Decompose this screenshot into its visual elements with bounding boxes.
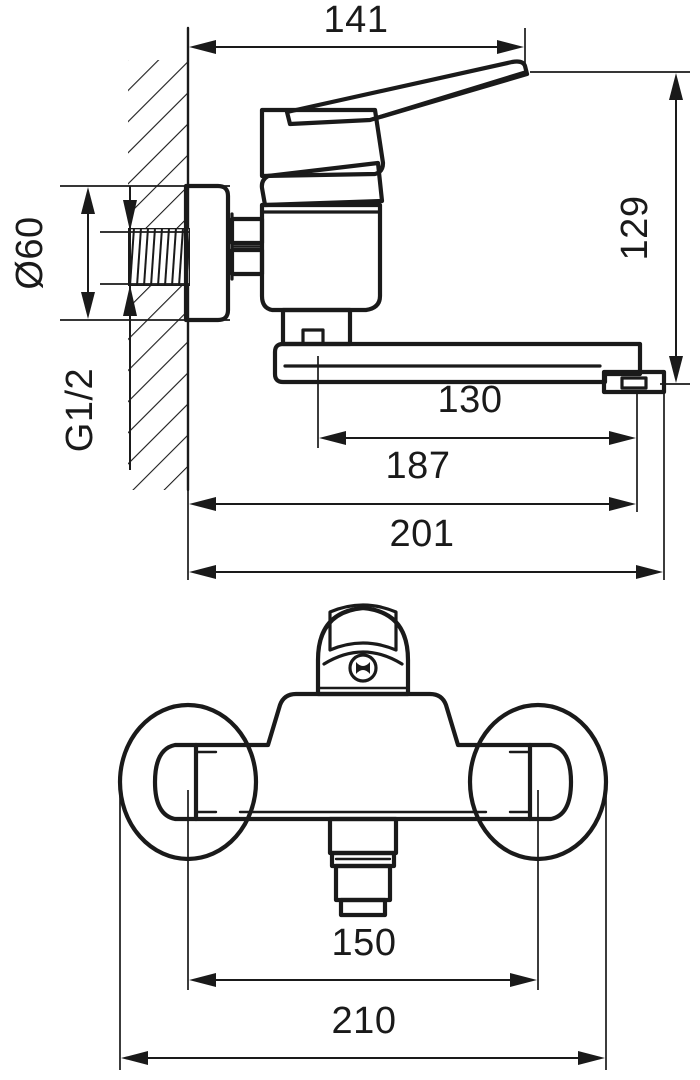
lever-handle-block xyxy=(259,107,386,179)
dimension-141: 141 xyxy=(187,0,526,70)
mixer-body-plan xyxy=(193,691,533,822)
dimension-130-label: 130 xyxy=(438,379,503,421)
dimension-210-label: 210 xyxy=(332,1000,397,1042)
dimension-130: 130 xyxy=(317,356,638,448)
wall-flange-escutcheon xyxy=(183,183,231,323)
left-hex-nut xyxy=(152,742,218,822)
dimension-210: 210 xyxy=(119,790,607,1070)
coupling-hex-nut xyxy=(229,212,265,281)
dimension-187-label: 187 xyxy=(386,445,451,487)
dimension-201: 201 xyxy=(187,392,665,580)
mixer-body xyxy=(259,202,383,313)
spout-stub-plan xyxy=(327,816,399,918)
lever-handle-arm xyxy=(284,59,530,127)
dimension-150: 150 xyxy=(187,790,539,990)
side-elevation-view: 141 129 Ø60 xyxy=(9,0,690,580)
dimension-201-label: 201 xyxy=(390,513,455,555)
spout-arm xyxy=(272,341,643,385)
dimension-129-label: 129 xyxy=(614,196,656,261)
handle-plan-dome xyxy=(315,603,411,697)
dimension-flange-diameter-label: Ø60 xyxy=(9,216,51,289)
right-hex-nut xyxy=(508,742,574,822)
body-spout-transition xyxy=(280,307,353,347)
dimension-flange-diameter: Ø60 xyxy=(9,185,230,321)
dimension-150-label: 150 xyxy=(332,922,397,964)
dimension-129: 129 xyxy=(530,71,690,385)
dimension-141-label: 141 xyxy=(324,0,389,41)
plan-view: 150 210 xyxy=(117,603,609,1070)
handle-collar xyxy=(259,160,385,208)
inlet-thread-nipple xyxy=(128,228,190,286)
dimension-thread-size: G1/2 xyxy=(59,186,190,470)
dimension-thread-size-label: G1/2 xyxy=(59,368,101,452)
dimension-187: 187 xyxy=(187,445,638,512)
